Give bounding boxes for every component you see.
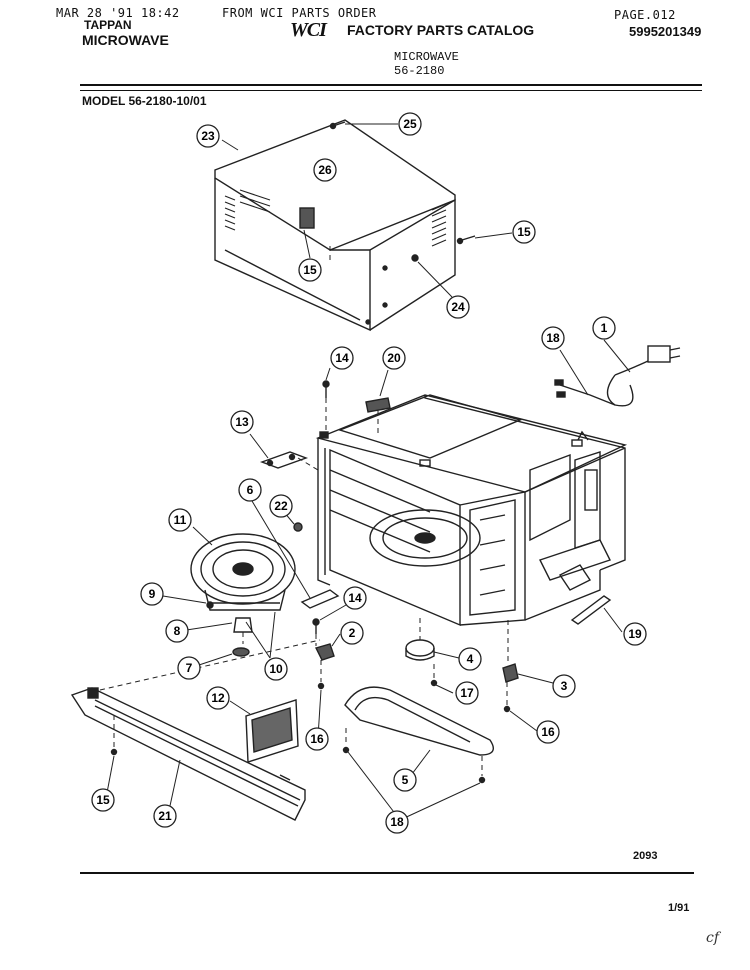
- svg-text:17: 17: [460, 686, 474, 700]
- callout-3: 3: [552, 674, 576, 698]
- svg-text:22: 22: [274, 499, 288, 513]
- callout-16: 16: [305, 727, 329, 751]
- catalog-title: FACTORY PARTS CATALOG: [347, 22, 535, 38]
- svg-text:25: 25: [403, 117, 417, 131]
- outer-cabinet: [214, 119, 476, 332]
- callout-21: 21: [153, 804, 177, 828]
- svg-text:10: 10: [269, 662, 283, 676]
- svg-text:16: 16: [310, 732, 324, 746]
- callout-7: 7: [177, 656, 201, 680]
- callout-11: 11: [168, 508, 192, 532]
- callout-12: 12: [206, 686, 230, 710]
- svg-text:24: 24: [451, 300, 465, 314]
- sub-product: MICROWAVE: [394, 50, 459, 64]
- catalog-number: 5995201349: [629, 24, 702, 39]
- svg-text:9: 9: [149, 587, 156, 601]
- callout-16: 16: [536, 720, 560, 744]
- svg-text:1: 1: [601, 321, 608, 335]
- callout-17: 17: [455, 681, 479, 705]
- svg-text:26: 26: [318, 163, 332, 177]
- diagram-code: 2093: [633, 850, 658, 862]
- callout-18: 18: [541, 326, 565, 350]
- callout-14: 14: [330, 346, 354, 370]
- svg-text:5: 5: [402, 773, 409, 787]
- svg-text:18: 18: [546, 331, 560, 345]
- callout-22: 22: [269, 494, 293, 518]
- svg-text:15: 15: [303, 263, 317, 277]
- svg-text:6: 6: [247, 483, 254, 497]
- callout-15: 15: [512, 220, 536, 244]
- header-rule-bottom: [80, 90, 702, 91]
- callout-15: 15: [298, 258, 322, 282]
- wci-logo: WCI: [290, 19, 327, 41]
- callout-13: 13: [230, 410, 254, 434]
- callout-25: 25: [398, 112, 422, 136]
- svg-text:8: 8: [174, 624, 181, 638]
- fax-page: PAGE.012: [614, 8, 676, 22]
- handwritten-mark: cf: [706, 930, 720, 946]
- svg-text:14: 14: [348, 591, 362, 605]
- callout-1: 1: [592, 316, 616, 340]
- svg-text:15: 15: [96, 793, 110, 807]
- svg-text:14: 14: [335, 351, 349, 365]
- svg-text:13: 13: [235, 415, 249, 429]
- fax-from: FROM WCI PARTS ORDER: [222, 6, 377, 20]
- product-label: MICROWAVE: [82, 32, 169, 48]
- callout-10: 10: [264, 657, 288, 681]
- svg-text:7: 7: [186, 661, 193, 675]
- callout-20: 20: [382, 346, 406, 370]
- svg-text:15: 15: [517, 225, 531, 239]
- fax-date: MAR 28 '91 18:42: [56, 6, 180, 20]
- model-label: MODEL 56-2180-10/01: [82, 94, 207, 108]
- callout-5: 5: [393, 768, 417, 792]
- callout-19: 19: [623, 622, 647, 646]
- callout-26: 26: [313, 158, 337, 182]
- callout-24: 24: [446, 295, 470, 319]
- brand-label: TAPPAN: [84, 18, 132, 32]
- callout-23: 23: [196, 124, 220, 148]
- svg-text:18: 18: [390, 815, 404, 829]
- svg-text:3: 3: [561, 679, 568, 693]
- svg-text:23: 23: [201, 129, 215, 143]
- svg-text:2: 2: [349, 626, 356, 640]
- svg-text:21: 21: [158, 809, 172, 823]
- oven-chassis: [315, 394, 628, 627]
- callout-9: 9: [140, 582, 164, 606]
- callout-8: 8: [165, 619, 189, 643]
- callout-2: 2: [340, 621, 364, 645]
- svg-text:12: 12: [211, 691, 225, 705]
- header-rule-top: [80, 84, 702, 86]
- svg-text:11: 11: [174, 513, 187, 527]
- callout-15: 15: [91, 788, 115, 812]
- svg-text:20: 20: [387, 351, 401, 365]
- sub-model: 56-2180: [394, 64, 445, 78]
- svg-text:4: 4: [467, 652, 474, 666]
- callout-group: 25 23 26 15 15 24 1 18 14 20 13 6 22 11 …: [91, 112, 647, 834]
- callout-14: 14: [343, 586, 367, 610]
- callout-4: 4: [458, 647, 482, 671]
- callout-6: 6: [238, 478, 262, 502]
- callout-18: 18: [385, 810, 409, 834]
- footer-date: 1/91: [668, 902, 690, 914]
- svg-text:16: 16: [541, 725, 555, 739]
- footer-rule: [80, 872, 694, 874]
- svg-text:19: 19: [628, 627, 642, 641]
